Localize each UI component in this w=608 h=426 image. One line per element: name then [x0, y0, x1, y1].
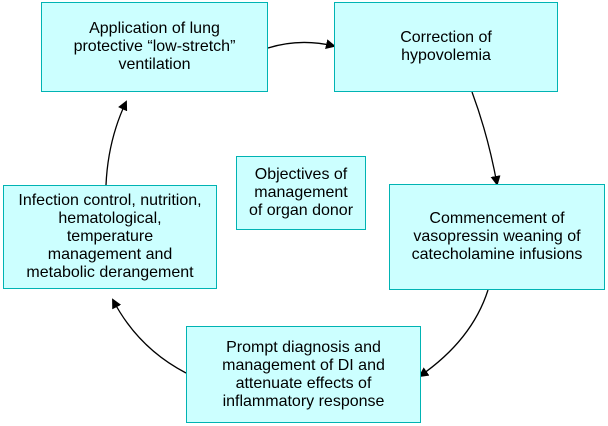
- arrow-di-to-infection: [112, 298, 187, 374]
- center-title: Objectives of management of organ donor: [236, 156, 366, 230]
- node-vasopressin: Commencement of vasopressin weaning of c…: [389, 184, 605, 290]
- node-hypovolemia: Correction of hypovolemia: [334, 2, 558, 92]
- arrow-vasopressin-to-di: [418, 289, 489, 378]
- node-infection: Infection control, nutrition, hematologi…: [3, 185, 217, 289]
- arrow-infection-to-ventilation: [105, 100, 128, 186]
- node-di: Prompt diagnosis and management of DI an…: [186, 326, 421, 423]
- arrow-hypovolemia-to-vasopressin: [471, 91, 501, 186]
- arrow-ventilation-to-hypovolemia: [267, 39, 336, 50]
- node-ventilation: Application of lung protective “low-stre…: [41, 2, 268, 92]
